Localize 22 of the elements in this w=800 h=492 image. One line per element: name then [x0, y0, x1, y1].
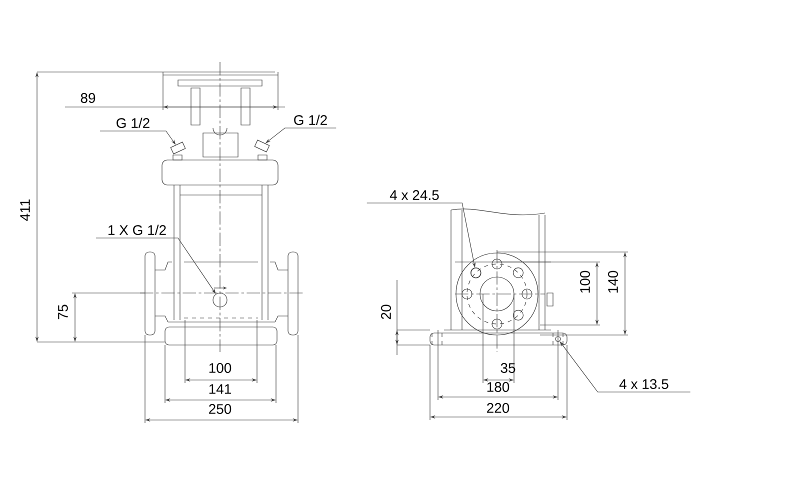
dimension-label: 89 — [80, 93, 96, 103]
dimension-label: 411 — [20, 200, 30, 221]
dimension-label: 180 — [487, 382, 510, 392]
callout-text: G 1/2 — [294, 114, 327, 126]
dimension-label: 20 — [381, 304, 391, 320]
dimension-label: 35 — [500, 363, 516, 373]
dimension-label: 250 — [209, 404, 232, 414]
dimension-label: 140 — [608, 270, 618, 293]
callout-text: G 1/2 — [116, 118, 150, 128]
callout-text: 1 X G 1/2 — [108, 224, 166, 236]
dimension-label: 141 — [209, 384, 231, 394]
hole — [212, 292, 228, 308]
dimension-label: 100 — [209, 363, 232, 373]
port — [254, 140, 270, 152]
hole — [470, 268, 482, 278]
callout-text: 4 x 24.5 — [390, 190, 439, 200]
dimension-label: 220 — [487, 403, 510, 413]
hole — [555, 336, 561, 342]
dimension-label: 100 — [580, 270, 590, 293]
port — [170, 142, 186, 154]
callout-text: 4 x 13.5 — [619, 379, 668, 390]
dimension-label: 75 — [58, 304, 68, 320]
